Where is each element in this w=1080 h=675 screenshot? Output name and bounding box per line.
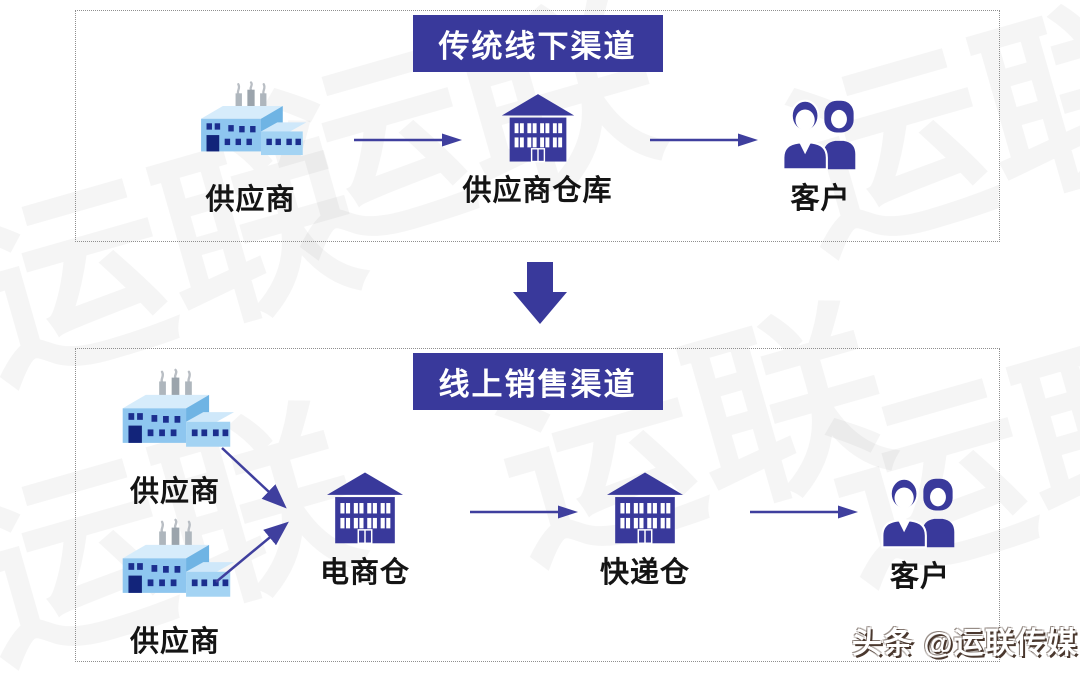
arrow-right-icon <box>648 130 760 150</box>
node-customer: 客户 <box>748 94 893 217</box>
customer-label: 客户 <box>790 183 851 215</box>
footer-credit: 头条 @运联传媒 <box>852 627 1078 660</box>
customers-icon <box>874 472 966 549</box>
factory-icon <box>192 80 310 172</box>
warehouse-icon <box>324 470 406 545</box>
online-channel-title: 线上销售渠道 <box>412 353 663 410</box>
warehouse-icon <box>499 92 577 163</box>
customers-icon <box>775 94 867 171</box>
ecommerce-warehouse-label: 电商仓 <box>319 557 410 589</box>
node-supplier-warehouse: 供应商仓库 <box>455 92 620 209</box>
supplier-label: 供应商 <box>205 184 296 216</box>
supplier-warehouse-label: 供应商仓库 <box>462 175 613 207</box>
node-customer: 客户 <box>845 472 995 595</box>
node-express-warehouse: 快递仓 <box>570 470 720 591</box>
express-warehouse-label: 快递仓 <box>599 557 690 589</box>
supplier-label: 供应商 <box>129 626 220 658</box>
node-ecommerce-warehouse: 电商仓 <box>290 470 440 591</box>
customer-label: 客户 <box>889 561 950 593</box>
converging-arrows-icon <box>215 447 289 583</box>
traditional-channel-title: 传统线下渠道 <box>412 15 663 72</box>
online-channel-box: 线上销售渠道 <box>75 348 1000 662</box>
arrow-right-icon <box>468 502 580 522</box>
arrow-right-icon <box>352 130 464 150</box>
node-supplier-a: 供应商 <box>85 368 265 510</box>
supplier-label: 供应商 <box>129 476 220 508</box>
node-supplier: 供应商 <box>178 80 323 218</box>
arrow-right-icon <box>748 502 860 522</box>
node-supplier-b: 供应商 <box>85 518 265 660</box>
warehouse-icon <box>604 470 686 545</box>
traditional-channel-box: 传统线下渠道 <box>75 10 1000 242</box>
arrow-down-icon <box>513 262 567 324</box>
